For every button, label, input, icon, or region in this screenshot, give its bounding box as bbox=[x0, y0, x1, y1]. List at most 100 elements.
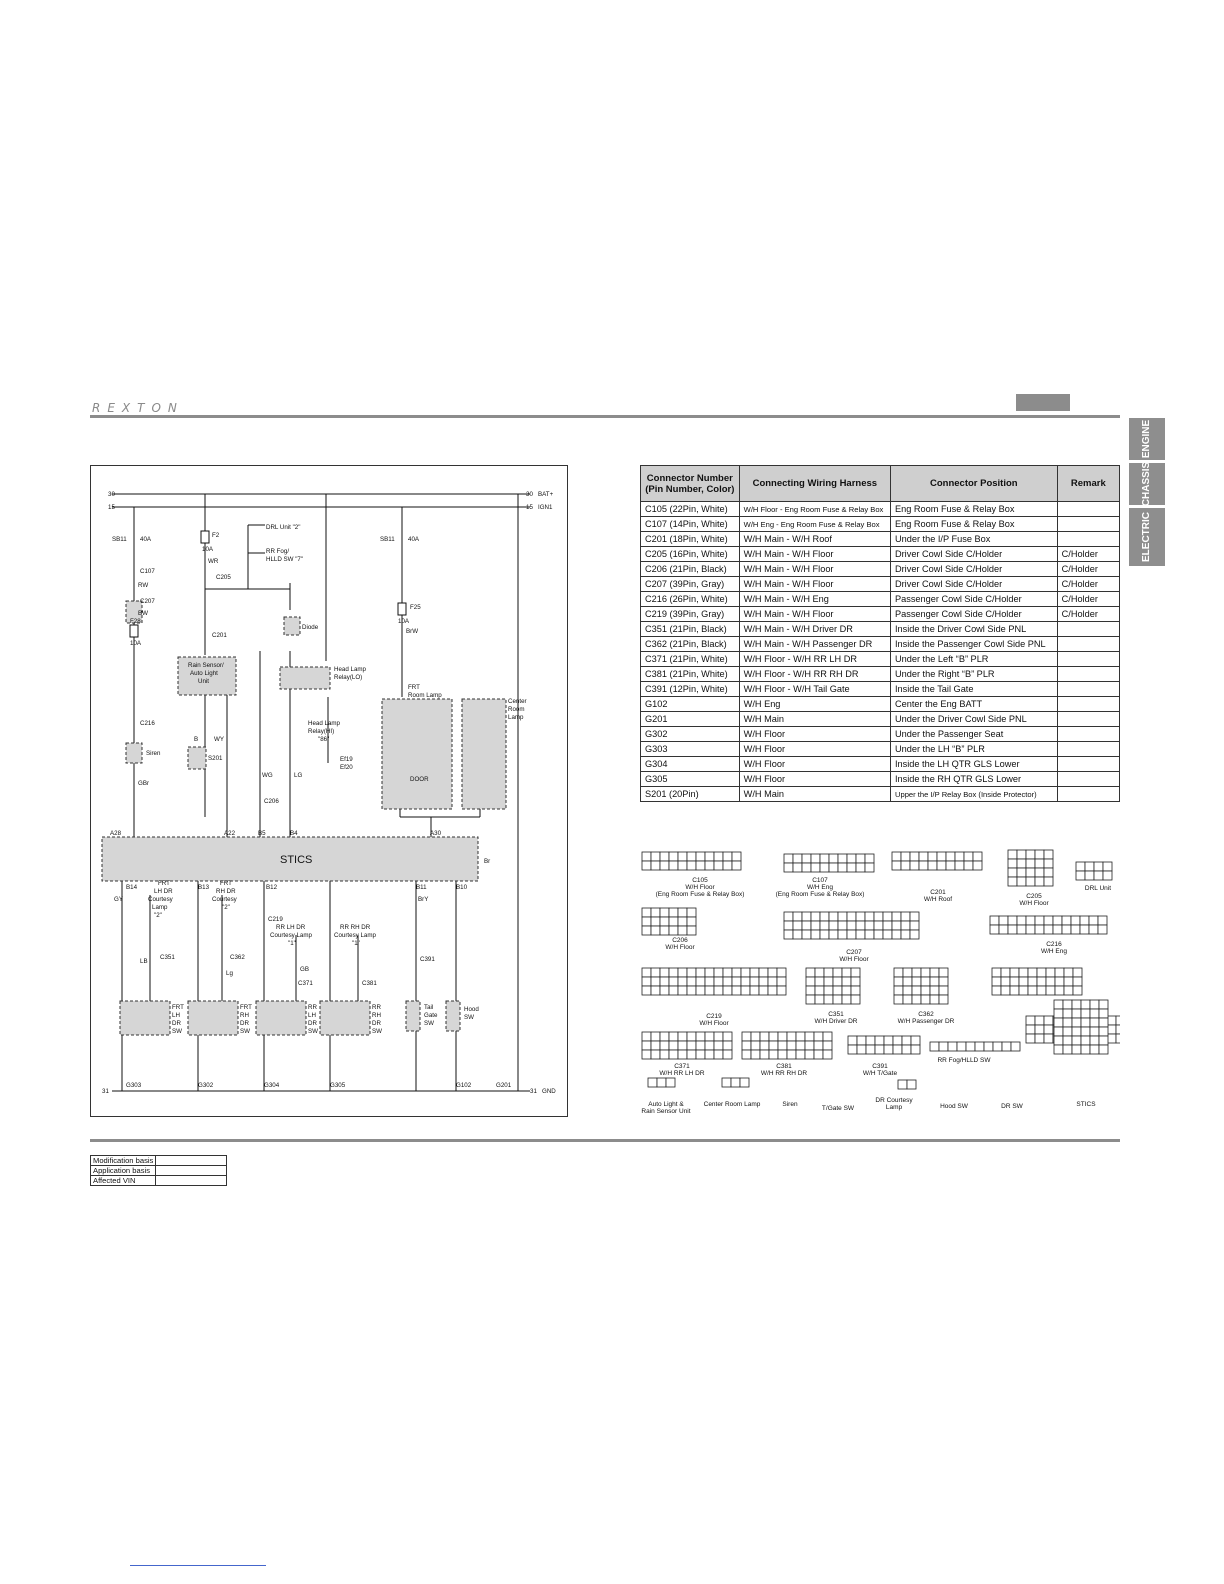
connector-cavity bbox=[1052, 924, 1063, 935]
sw-frt-lh-3: DR bbox=[172, 1020, 181, 1027]
connector-cavity bbox=[1000, 985, 1011, 996]
comp-head-lamp-lo: Head Lamp bbox=[334, 666, 367, 673]
connector-cavity bbox=[1102, 870, 1113, 881]
view-c391-name: C391 bbox=[872, 1063, 888, 1070]
connector-cavity bbox=[906, 1079, 917, 1090]
connector-cavity bbox=[722, 976, 733, 987]
connector-cavity bbox=[1045, 967, 1056, 978]
connector-cavity bbox=[759, 1031, 770, 1042]
modification-table: Modification basis Application basis Aff… bbox=[89, 1155, 228, 1186]
connector-cavity bbox=[641, 860, 652, 871]
connector-cavity bbox=[776, 967, 787, 978]
connector-cavity bbox=[1089, 1026, 1100, 1037]
connector-cavity bbox=[668, 925, 679, 936]
connector-cavity bbox=[665, 1077, 676, 1088]
tab-chassis[interactable]: CHASSIS bbox=[1129, 462, 1165, 506]
connector-cavity bbox=[668, 1049, 679, 1060]
connector-cavity bbox=[741, 1049, 752, 1060]
connector-cavity bbox=[668, 985, 679, 996]
connector-cavity bbox=[819, 920, 830, 931]
cell-harness: W/H Main bbox=[738, 711, 891, 727]
connector-cavity bbox=[659, 916, 670, 927]
connector-cavity bbox=[893, 976, 904, 987]
connector-cavity bbox=[911, 994, 922, 1005]
col-connector-number: Connector Number (Pin Number, Color) bbox=[640, 465, 740, 502]
connector-cavity bbox=[722, 860, 733, 871]
connector-cavity bbox=[777, 1031, 788, 1042]
connector-cavity bbox=[704, 1040, 715, 1051]
connector-cavity bbox=[1007, 867, 1018, 878]
connector-cavity bbox=[814, 976, 825, 987]
connector-cavity bbox=[1072, 967, 1083, 978]
comp-rr-lh-3: "1" bbox=[288, 940, 296, 947]
connector-cavity bbox=[814, 994, 825, 1005]
connector-cavity bbox=[864, 911, 875, 922]
connector-cavity bbox=[850, 994, 861, 1005]
comp-frt-lh-2: LH DR bbox=[154, 888, 173, 895]
connector-cavity bbox=[991, 967, 1002, 978]
tab-electric[interactable]: ELECTRIC bbox=[1129, 508, 1165, 566]
connector-cavity bbox=[805, 985, 816, 996]
connector-cavity bbox=[1000, 967, 1011, 978]
cell-connector: C201 (18Pin, White) bbox=[640, 531, 740, 547]
sw-frt-rh-1: FRT bbox=[240, 1004, 252, 1011]
connector-cavity bbox=[713, 860, 724, 871]
view-drcourtesy-name: DR Courtesy bbox=[875, 1097, 913, 1104]
connector-cavity bbox=[686, 851, 697, 862]
rail-30-right: 30 bbox=[526, 491, 533, 498]
connector-cavity bbox=[686, 1040, 697, 1051]
ground-g201: G201 bbox=[496, 1082, 512, 1089]
connector-cavity bbox=[731, 851, 742, 862]
connector-cavity bbox=[668, 967, 679, 978]
connector-cavity bbox=[837, 862, 848, 873]
ref-c206: C206 bbox=[264, 798, 279, 805]
connector-cavity bbox=[741, 1031, 752, 1042]
ground-g102: G102 bbox=[456, 1082, 472, 1089]
connector-cavity bbox=[841, 985, 852, 996]
wire-lg-lower: Lg bbox=[226, 970, 233, 977]
fuse-10a-f2: 10A bbox=[202, 546, 214, 553]
ref-c371: C371 bbox=[298, 980, 313, 987]
connector-cavity bbox=[686, 860, 697, 871]
connector-cavity bbox=[855, 920, 866, 931]
connector-cavity bbox=[810, 911, 821, 922]
connector-cavity bbox=[846, 929, 857, 940]
connector-cavity bbox=[920, 976, 931, 987]
connector-cavity bbox=[695, 851, 706, 862]
cell-harness: W/H Main - W/H Passenger DR bbox=[738, 636, 891, 652]
connector-cavity bbox=[832, 976, 843, 987]
cell-harness: W/H Eng - Eng Room Fuse & Relay Box bbox=[738, 516, 891, 532]
comp-frt-lh-4: Lamp bbox=[152, 904, 168, 911]
connector-cavity bbox=[739, 1077, 750, 1088]
connector-cavity bbox=[972, 851, 983, 862]
connector-cavity bbox=[883, 1035, 894, 1046]
connector-cavity bbox=[819, 929, 830, 940]
cell-connector: C371 (21Pin, White) bbox=[640, 651, 740, 667]
connector-cavity bbox=[722, 1049, 733, 1060]
connector-cavity bbox=[776, 976, 787, 987]
view-c391-line1: W/H T/Gate bbox=[863, 1070, 898, 1077]
ref-c219: C219 bbox=[268, 916, 283, 923]
view-c107-name: C107 bbox=[812, 877, 828, 884]
cell-connector: C219 (39Pin, Gray) bbox=[640, 606, 740, 622]
tab-engine[interactable]: ENGINE bbox=[1129, 418, 1165, 460]
connector-cavity bbox=[783, 920, 794, 931]
connector-cavity bbox=[650, 907, 661, 918]
cell-remark bbox=[1056, 741, 1121, 757]
connector-cavity bbox=[873, 920, 884, 931]
connector-cavity bbox=[909, 911, 920, 922]
connector-cavity bbox=[1089, 999, 1100, 1010]
connector-cavity bbox=[910, 1044, 921, 1055]
rail-30-left: 30 bbox=[108, 491, 115, 498]
comp-rr-lh-1: RR LH DR bbox=[276, 924, 306, 931]
connector-cavity bbox=[1034, 924, 1045, 935]
table-row: C107 (14Pin, White)W/H Eng - Eng Room Fu… bbox=[640, 516, 1121, 532]
connector-cavity bbox=[909, 851, 920, 862]
cell-connector: C216 (26Pin, White) bbox=[640, 591, 740, 607]
connector-cavity bbox=[902, 967, 913, 978]
connector-cavity bbox=[850, 985, 861, 996]
connector-cavity bbox=[1034, 858, 1045, 869]
connector-cavity bbox=[668, 1040, 679, 1051]
connector-cavity bbox=[695, 1049, 706, 1060]
